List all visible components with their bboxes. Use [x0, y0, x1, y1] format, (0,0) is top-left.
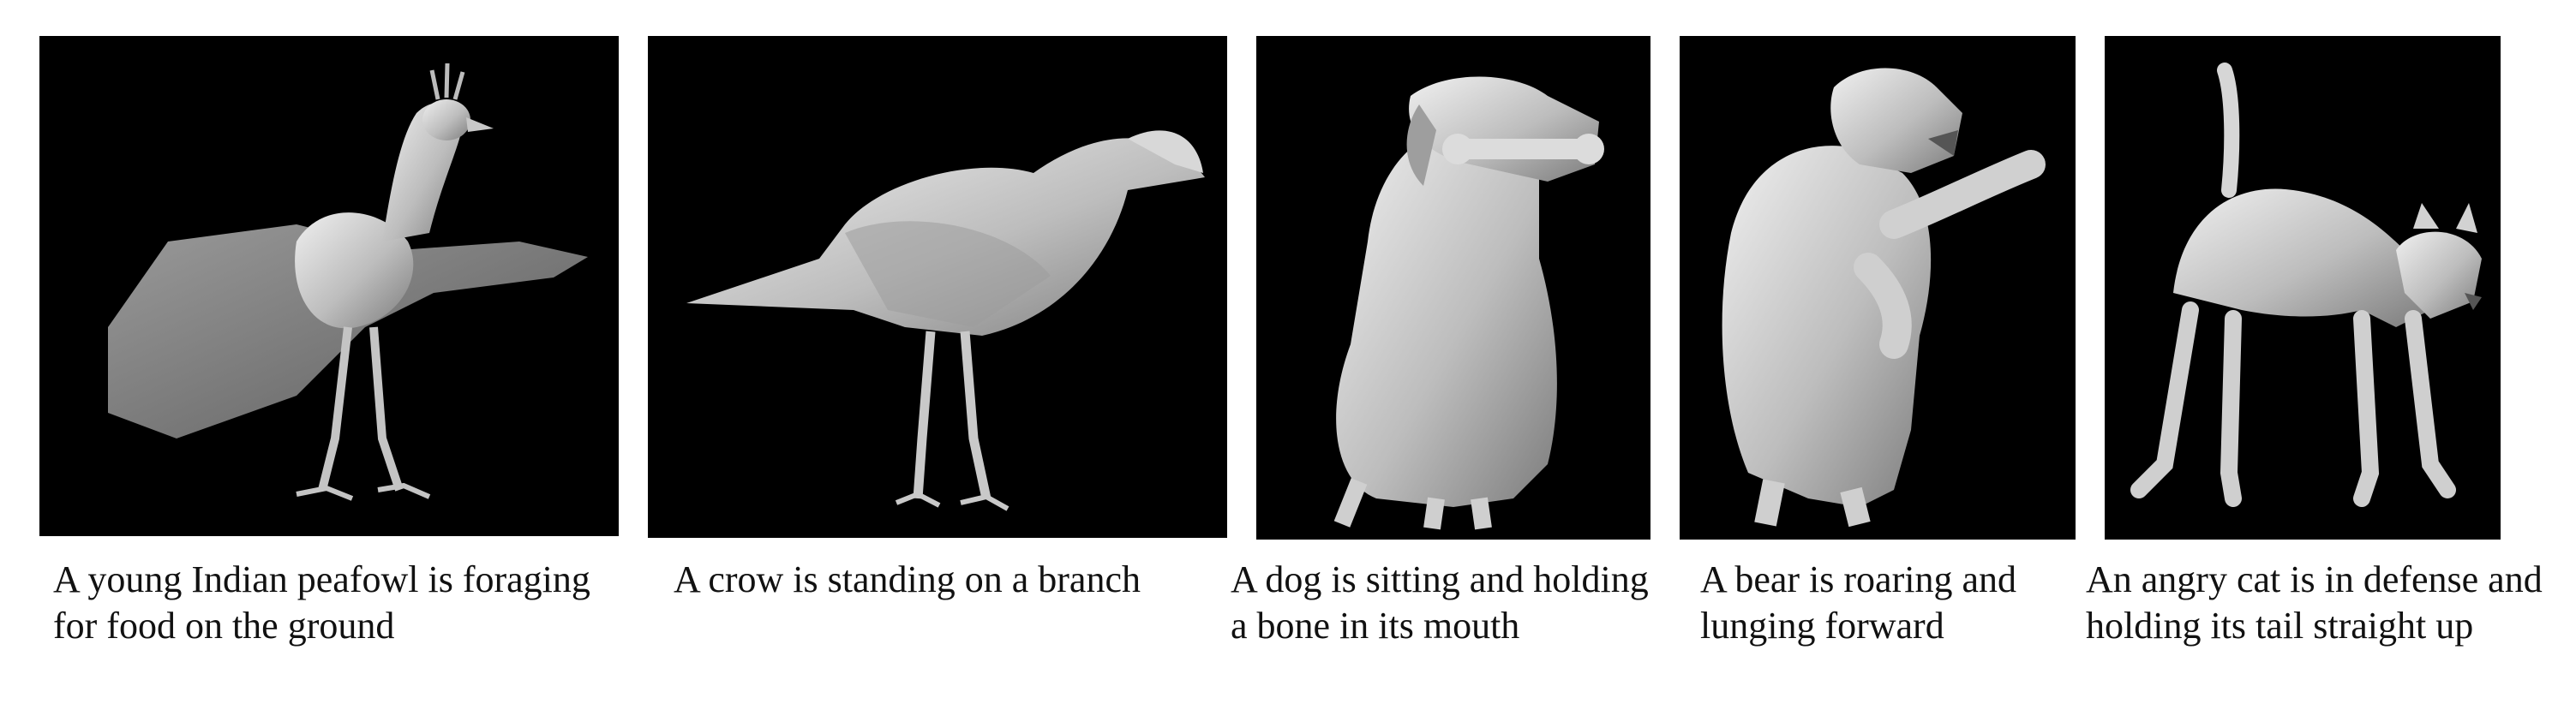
- caption-crow: A crow is standing on a branch: [674, 557, 1141, 603]
- caption-bear: A bear is roaring and lunging forward: [1700, 557, 2016, 649]
- bear-icon: [1722, 68, 2046, 528]
- caption-line: A dog is sitting and holding: [1231, 558, 1649, 600]
- caption-line: An angry cat is in defense and: [2086, 558, 2543, 600]
- caption-dog: A dog is sitting and holding a bone in i…: [1231, 557, 1649, 649]
- crow-render-panel: [648, 36, 1227, 538]
- bear-render-panel: [1680, 36, 2076, 540]
- crow-icon: [686, 130, 1205, 511]
- caption-line: a bone in its mouth: [1231, 605, 1520, 647]
- caption-line: A young Indian peafowl is foraging: [53, 558, 590, 600]
- caption-line: A bear is roaring and: [1700, 558, 2016, 600]
- caption-cat: An angry cat is in defense and holding i…: [2086, 557, 2543, 649]
- dog-icon: [1333, 76, 1604, 530]
- cat-render-panel: [2105, 36, 2501, 540]
- caption-peafowl: A young Indian peafowl is foraging for f…: [53, 557, 590, 649]
- caption-line: for food on the ground: [53, 605, 395, 647]
- caption-line: A crow is standing on a branch: [674, 558, 1141, 600]
- peafowl-render-panel: [39, 36, 619, 536]
- dog-render-panel: [1256, 36, 1650, 540]
- caption-line: holding its tail straight up: [2086, 605, 2474, 647]
- cat-icon: [2130, 63, 2482, 507]
- caption-line: lunging forward: [1700, 605, 1944, 647]
- peafowl-icon: [108, 63, 588, 501]
